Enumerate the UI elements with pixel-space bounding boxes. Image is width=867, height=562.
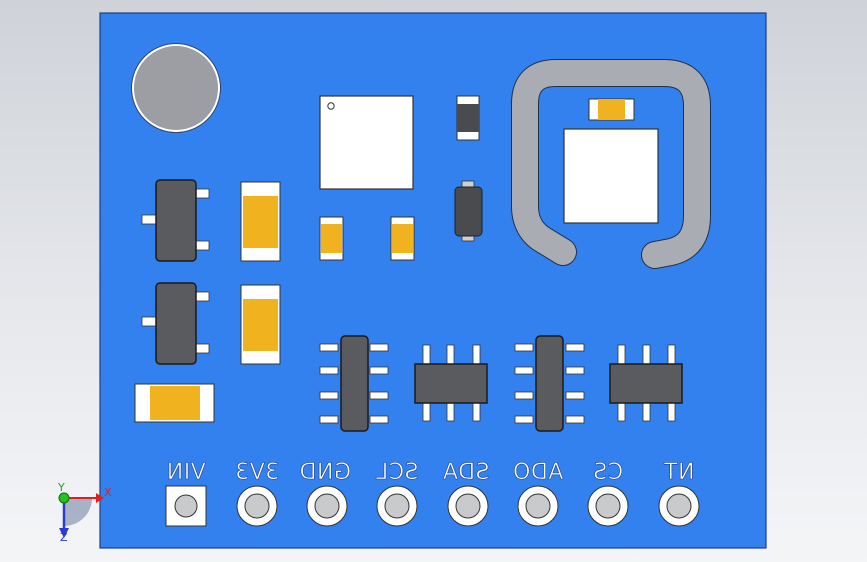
capacitor-small-2[interactable] (390, 216, 415, 261)
header-pin-3[interactable] (306, 485, 348, 527)
header-pin-6[interactable] (517, 485, 559, 527)
pin1-marker (327, 102, 335, 110)
z-axis-arrow-icon (59, 528, 69, 538)
sod-diode[interactable] (454, 180, 483, 242)
soic-chip-1[interactable] (319, 335, 389, 432)
pin-label-nt: NT (663, 460, 694, 485)
capacitor-v1[interactable] (240, 181, 281, 262)
z-axis-label: Z (60, 531, 68, 544)
axis-triad: X Y Z (57, 481, 112, 544)
antenna-trace-fill (512, 60, 710, 268)
pin-label-cs: CS (593, 460, 623, 485)
soic-chip-2[interactable] (514, 335, 585, 432)
pin-label-scl: SCL (375, 460, 418, 485)
sot23-transistor-2[interactable] (141, 282, 210, 365)
capacitor-v2[interactable] (240, 284, 281, 365)
smd-diode-top[interactable] (456, 95, 480, 141)
pin-labels: VIN 3V3 GND SCL SDA ADO CS NT (166, 460, 695, 486)
round-component[interactable] (132, 44, 220, 132)
capacitor-h1[interactable] (134, 383, 215, 423)
header-pin-5[interactable] (447, 485, 489, 527)
header-pin-4[interactable] (376, 485, 418, 527)
y-axis-label: Y (57, 481, 65, 494)
triad-shadow (64, 498, 92, 526)
round-component-outline (131, 43, 221, 133)
pin-label-sda: SDA (442, 460, 489, 485)
sot6-chip-1[interactable] (414, 344, 488, 422)
header-pin-1[interactable] (165, 485, 207, 527)
antenna-module[interactable] (563, 128, 659, 224)
sot6-chip-2[interactable] (609, 344, 683, 422)
header-pin-7[interactable] (587, 485, 629, 527)
sot23-transistor-1[interactable] (141, 179, 210, 262)
pin-label-3v3: 3V3 (235, 460, 280, 485)
capacitor-small-1[interactable] (319, 216, 344, 261)
pin-label-gnd: GND (299, 460, 351, 485)
header-pin-2[interactable] (236, 485, 278, 527)
pin-label-vin: VIN (166, 460, 206, 485)
qfn-chip[interactable] (319, 95, 414, 190)
y-axis-origin-icon (58, 492, 70, 504)
x-axis-arrow-icon (96, 493, 104, 503)
x-axis-label: X (104, 486, 112, 499)
header-pin-8[interactable] (658, 485, 700, 527)
smd-resistor-antenna[interactable] (588, 98, 635, 121)
pin-label-ado: ADO (513, 460, 564, 485)
